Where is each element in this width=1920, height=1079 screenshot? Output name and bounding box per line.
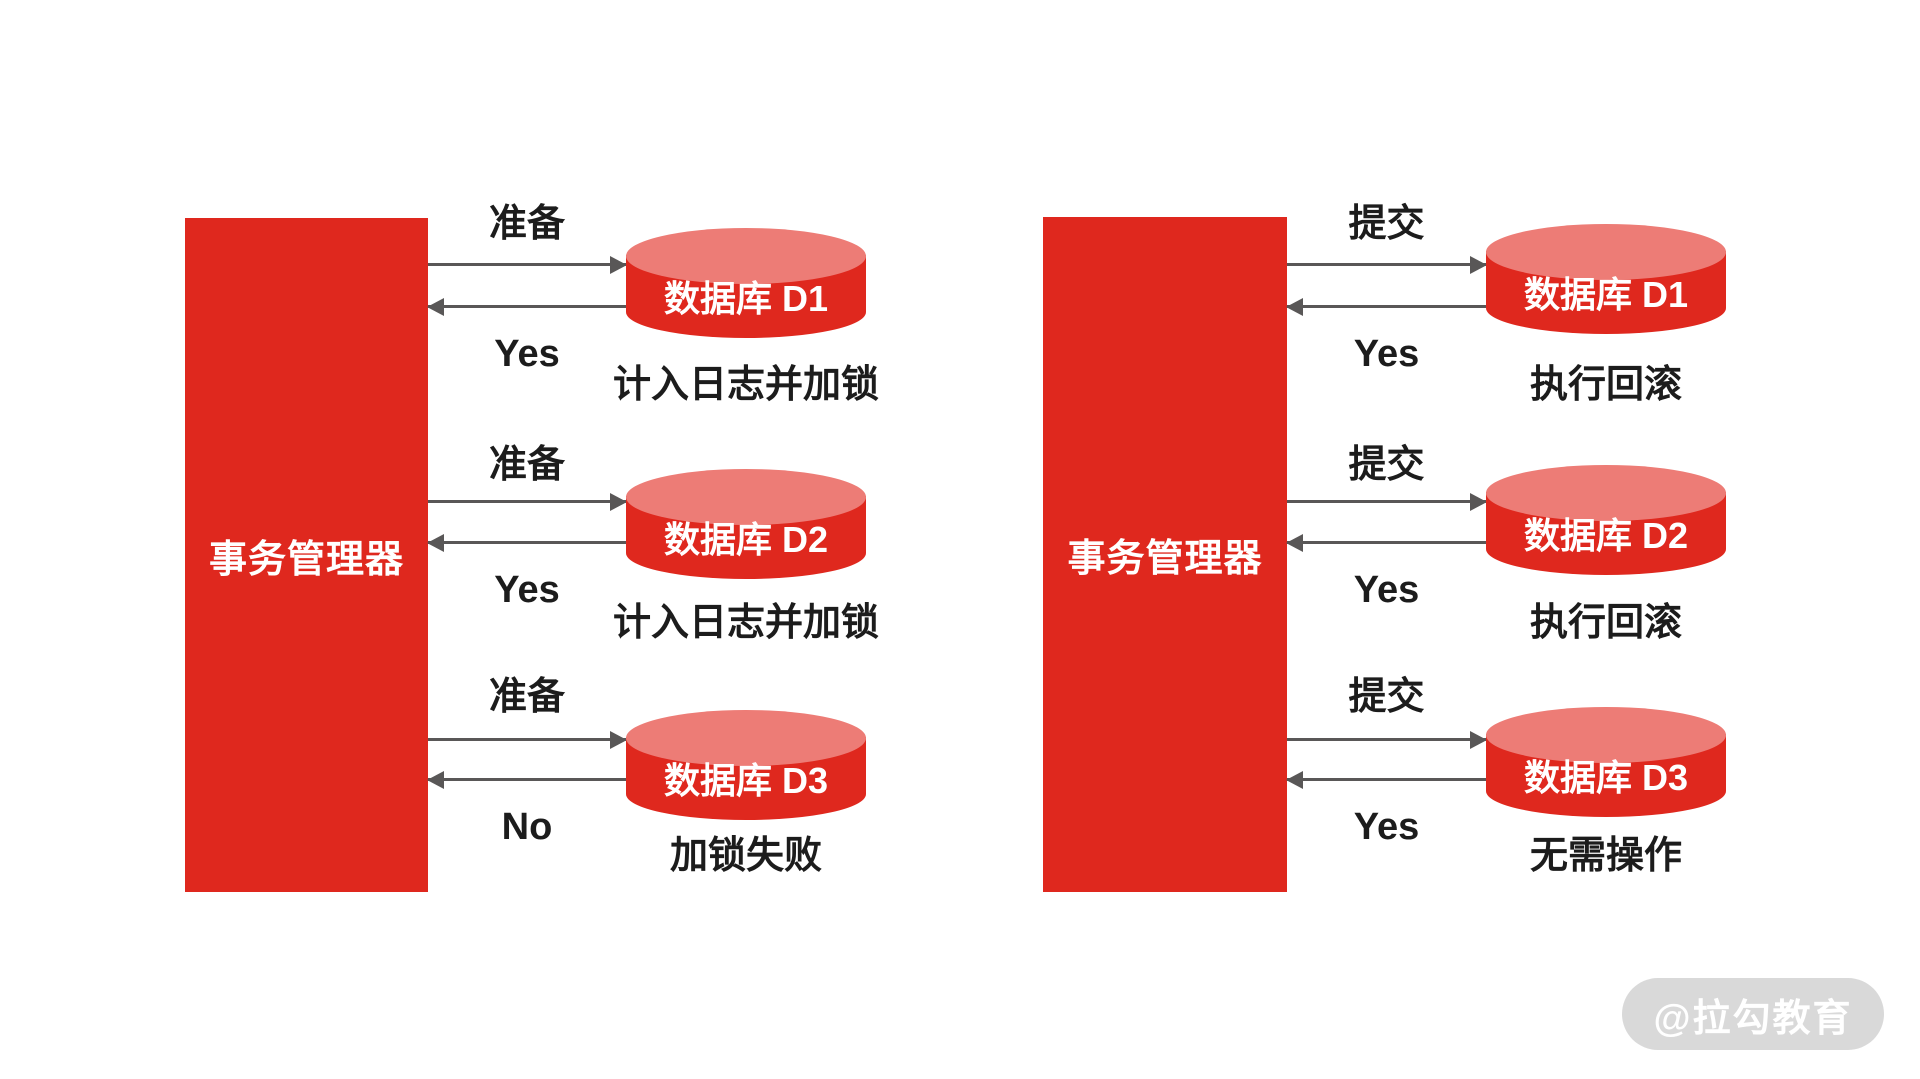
request-arrow xyxy=(1287,738,1486,741)
response-arrow xyxy=(1287,778,1486,781)
database-label: 数据库 D2 xyxy=(1523,515,1689,556)
database-cylinder: 数据库 D2 xyxy=(626,469,866,579)
database-cylinder-top xyxy=(626,469,866,525)
watermark-label: @拉勾教育 xyxy=(1653,997,1853,1040)
request-label: 准备 xyxy=(488,203,565,245)
request-arrow xyxy=(1287,500,1486,503)
request-label: 提交 xyxy=(1348,444,1425,486)
response-label: Yes xyxy=(494,569,560,611)
transaction-manager-box: 事务管理器 xyxy=(185,218,428,892)
transaction-manager-label: 事务管理器 xyxy=(1067,538,1263,580)
response-label: Yes xyxy=(1353,806,1420,848)
database-caption: 执行回滚 xyxy=(1529,602,1682,644)
database-cylinder-top xyxy=(1486,707,1726,763)
response-label: Yes xyxy=(494,333,560,375)
response-label: No xyxy=(501,806,553,848)
response-arrow xyxy=(1287,305,1486,308)
database-cylinder: 数据库 D1 xyxy=(1486,224,1726,334)
database-caption: 计入日志并加锁 xyxy=(612,602,879,644)
response-arrow xyxy=(428,778,626,781)
watermark-badge: @拉勾教育 xyxy=(1622,978,1884,1050)
request-label: 准备 xyxy=(488,676,565,718)
database-caption: 执行回滚 xyxy=(1529,364,1682,406)
database-label: 数据库 D2 xyxy=(663,519,829,560)
database-caption: 加锁失败 xyxy=(669,835,822,877)
database-cylinder-top xyxy=(1486,465,1726,521)
database-cylinder-top xyxy=(1486,224,1726,280)
request-arrow xyxy=(428,738,626,741)
database-cylinder-top xyxy=(626,710,866,766)
response-arrow xyxy=(1287,541,1486,544)
database-cylinder: 数据库 D2 xyxy=(1486,465,1726,575)
transaction-manager-box: 事务管理器 xyxy=(1043,217,1287,892)
response-arrow xyxy=(428,541,626,544)
request-arrow xyxy=(428,263,626,266)
request-label: 准备 xyxy=(488,444,565,486)
database-cylinder: 数据库 D3 xyxy=(1486,707,1726,817)
transaction-manager-label: 事务管理器 xyxy=(208,538,404,581)
database-cylinder-top xyxy=(626,228,866,284)
response-arrow xyxy=(428,305,626,308)
database-caption: 计入日志并加锁 xyxy=(612,364,879,406)
database-label: 数据库 D3 xyxy=(663,760,829,801)
request-label: 提交 xyxy=(1348,676,1425,718)
request-label: 提交 xyxy=(1348,203,1425,245)
response-label: Yes xyxy=(1353,333,1420,375)
database-caption: 无需操作 xyxy=(1529,835,1682,877)
database-label: 数据库 D3 xyxy=(1523,757,1689,798)
request-arrow xyxy=(428,500,626,503)
response-label: Yes xyxy=(1353,569,1420,611)
database-label: 数据库 D1 xyxy=(663,278,829,319)
database-label: 数据库 D1 xyxy=(1523,274,1689,315)
database-cylinder: 数据库 D3 xyxy=(626,710,866,820)
request-arrow xyxy=(1287,263,1486,266)
database-cylinder: 数据库 D1 xyxy=(626,228,866,338)
